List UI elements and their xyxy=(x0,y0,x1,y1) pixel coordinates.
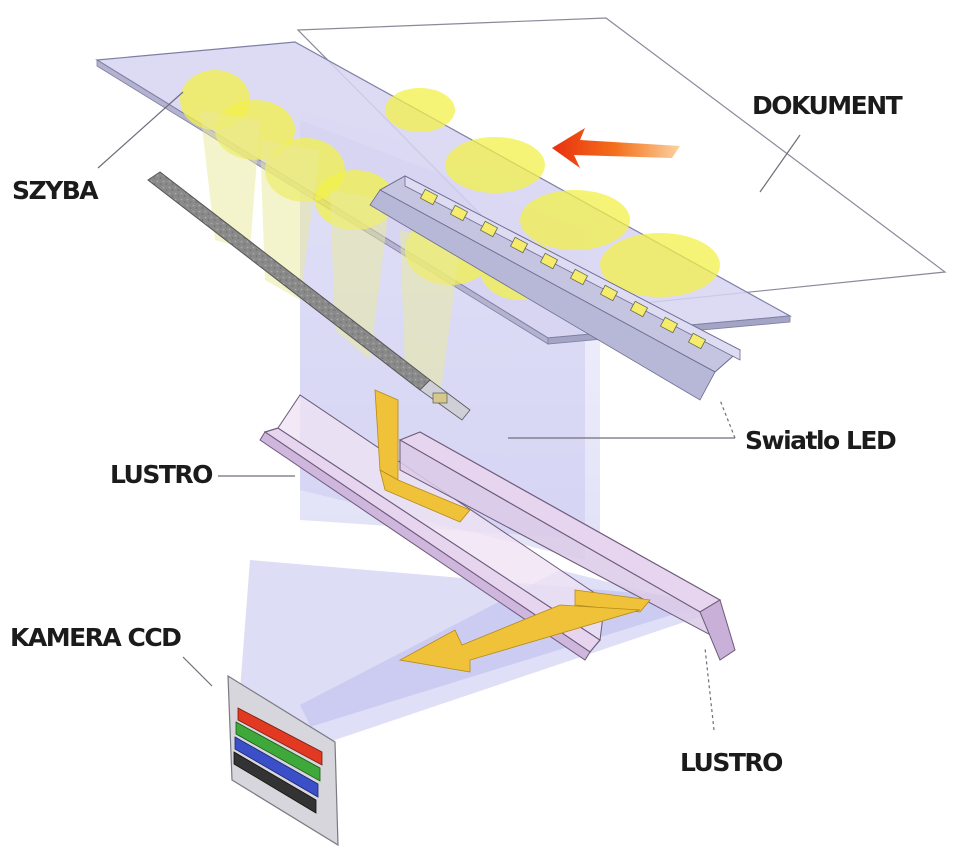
glass-label: SZYBA xyxy=(12,176,99,205)
led-chips xyxy=(419,188,707,350)
light-ray-arrow-icon xyxy=(374,389,651,673)
lower-mirror xyxy=(398,431,736,661)
led-light-label: Swiatlo LED xyxy=(745,426,897,455)
upper-mirror xyxy=(259,394,606,661)
lower-mirror-label: LUSTRO xyxy=(680,748,783,777)
leader-lines xyxy=(97,91,801,731)
led-lamp-channel xyxy=(369,175,741,401)
upper-mirror-label: LUSTRO xyxy=(110,460,213,489)
ccd-camera xyxy=(227,674,339,847)
ccd-camera-label: KAMERA CCD xyxy=(10,623,182,652)
document-label: DOKUMENT xyxy=(752,91,903,120)
led-bar xyxy=(147,171,471,421)
scan-direction-arrow-icon xyxy=(552,128,680,168)
